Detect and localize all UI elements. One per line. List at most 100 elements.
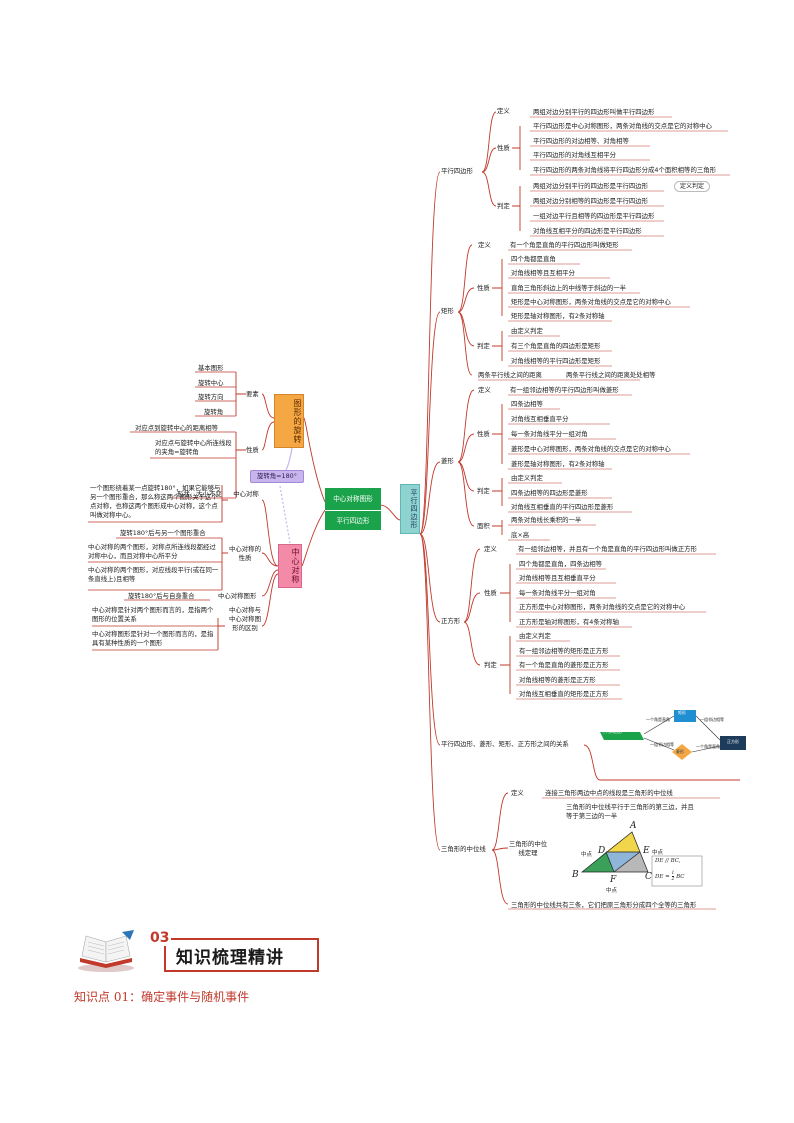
relation-rectangle-shape: [674, 710, 696, 722]
rect-judge-item: 有三个角是直角的四边形是矩形: [511, 342, 601, 350]
vertex-d-label: D: [598, 846, 606, 856]
rect-prop-item: 矩形是轴对称图形，有2条对称轴: [511, 312, 605, 320]
relation-box-label: 正方形: [727, 739, 739, 744]
relation-box-label: 菱形: [676, 749, 684, 754]
formula-lhs: DE =: [655, 874, 672, 880]
pgram-judge-item: 一组对边平行且相等的四边形是平行四边形: [533, 212, 655, 220]
central-def-label: 中心对称: [233, 490, 259, 498]
rhombus-prop-item: 四条边相等: [511, 400, 543, 408]
rhombus-prop-label: 性质: [477, 430, 490, 438]
formula-line-1: DE // BC,: [655, 858, 681, 864]
rect-prop-item: 矩形是中心对称图形，两条对角线的交点是它的对称中心: [511, 298, 671, 306]
central-prop-item: 旋转180°后与另一个图形重合: [120, 529, 206, 537]
square-judge-item: 有一组邻边相等的矩形是正方形: [519, 647, 609, 655]
section-title: 知识梳理精讲: [176, 948, 284, 968]
section-number: 03: [148, 930, 172, 946]
central-prop-label: 中心对称的性质: [229, 545, 261, 562]
pgram-judge-item: 两组对边分别平行的四边形是平行四边形: [533, 182, 649, 190]
formula-denominator: 2: [671, 877, 675, 882]
pgram-judge-item: 对角线互相平分的四边形是平行四边形: [533, 227, 642, 235]
vertex-c-label: C: [645, 872, 652, 882]
rhombus-judge-item: 由定义判定: [511, 474, 543, 482]
central-diff-item: 中心对称图形是针对一个图形而言的，是指具有某种性质的一个图形: [92, 630, 214, 647]
parallelogram-topic-node: 平行四边形: [400, 484, 420, 534]
pgram-definition-judge-pill: 定义判定: [674, 181, 711, 192]
center-node-parallelogram: 平行四边形: [325, 510, 381, 530]
rect-dist: 两条平行线之间的距离处处相等: [566, 371, 656, 379]
rhombus-def-label: 定义: [478, 386, 491, 394]
midpoint-label: 中点: [606, 888, 618, 894]
pgram-prop-item: 平行四边形的两条对角线将平行四边形分成4个面积相等的三角形: [533, 166, 717, 174]
relation-label: 平行四边形、菱形、矩形、正方形之间的关系: [441, 740, 569, 748]
square-prop-item: 正方形是轴对称图形，有4条对称轴: [519, 618, 619, 626]
square-judge-item: 对角线相等的菱形是正方形: [519, 676, 596, 684]
pgram-judge-item: 两组对边分别相等的四边形是平行四边形: [533, 197, 649, 205]
central-symmetry-topic-node: 中心对称: [278, 544, 302, 588]
square-label: 正方形: [441, 617, 461, 625]
relation-diagram: [600, 710, 746, 760]
book-icon: [78, 930, 134, 972]
square-def-label: 定义: [484, 545, 497, 553]
rhombus-label: 菱形: [441, 457, 454, 465]
relation-arrow-label: 一组邻边相等: [700, 717, 724, 722]
rotation-element-item: 旋转中心: [198, 379, 224, 387]
midline-def: 连接三角形两边中点的线段是三角形的中位线: [545, 789, 673, 797]
rhombus-prop-item: 菱形是中心对称图形，两条对角线的交点是它的对称中心: [511, 445, 671, 453]
rhombus-judge-item: 对角线互相垂直的平行四边形是菱形: [511, 503, 614, 511]
relation-arrow-label: 一个角是直角: [696, 744, 720, 749]
rotation-element-item: 旋转方向: [198, 393, 224, 401]
rect-def-label: 定义: [478, 241, 491, 249]
rect-prop-item: 对角线相等且互相平分: [511, 269, 575, 277]
formula-numerator: 1: [671, 871, 675, 877]
rhombus-judge-item: 四条边相等的四边形是菱形: [511, 489, 588, 497]
central-prop-item: 中心对称的两个图形，对应线段平行(或在同一条直线上)且相等: [88, 566, 219, 583]
rect-prop-item: 直角三角形斜边上的中线等于斜边的一半: [511, 284, 627, 292]
central-diff-label: 中心对称与中心对称图形的区别: [229, 606, 261, 632]
rotation-angle-pill: 旋转角=180°: [250, 470, 304, 483]
rotation-property-item: 形状、大小不变: [177, 490, 222, 498]
rotation-properties-label: 性质: [246, 446, 259, 454]
square-prop-item: 每一条对角线平分一组对角: [519, 589, 596, 597]
relation-arrow-label: 一个角是直角: [646, 717, 670, 722]
rect-def: 有一个角是直角的平行四边形叫做矩形: [510, 241, 619, 249]
knowledge-point-heading: 知识点 01：确定事件与随机事件: [74, 990, 250, 1004]
rotation-property-item: 对应点与旋转中心所连线段的夹角=旋转角: [155, 439, 232, 456]
rhombus-area-item: 两条对角线长乘积的一半: [511, 516, 582, 524]
midline-def-label: 定义: [511, 789, 524, 797]
central-fig-label: 中心对称图形: [218, 592, 257, 600]
pgram-prop-item: 平行四边形是中心对称图形，两条对角线的交点是它的对称中心: [533, 122, 712, 130]
midpoint-label: 中点: [581, 852, 593, 858]
square-prop-item: 正方形是中心对称图形，两条对角线的交点是它的对称中心: [519, 603, 686, 611]
rect-judge-item: 由定义判定: [511, 327, 543, 335]
rhombus-def: 有一组邻边相等的平行四边形叫做菱形: [510, 386, 619, 394]
midline-last: 三角形的中位线共有三条，它们把原三角形分成四个全等的三角形: [511, 901, 697, 909]
central-diff-item: 中心对称是针对两个图形而言的，是指两个图形的位置关系: [92, 606, 214, 623]
vertex-e-label: E: [643, 846, 650, 856]
pgram-def-label: 定义: [497, 107, 510, 115]
pgram-def: 两组对边分别平行的四边形叫做平行四边形: [533, 108, 655, 116]
square-judge-item: 有一个角是直角的菱形是正方形: [519, 661, 609, 669]
rhombus-area-item: 底×高: [511, 531, 530, 539]
relation-square-shape: [720, 736, 746, 750]
rect-judge-item: 对角线相等的平行四边形是矩形: [511, 357, 601, 365]
square-prop-label: 性质: [484, 589, 497, 597]
section-header-frame: [164, 938, 319, 972]
midline-theorem: 三角形的中位线平行于三角形的第三边，并且等于第三边的一半: [566, 803, 694, 820]
rect-judge-label: 判定: [477, 342, 490, 350]
rhombus-prop-item: 每一条对角线平分一组对角: [511, 430, 588, 438]
square-judge-item: 对角线互相垂直的矩形是正方形: [519, 690, 609, 698]
pgram-label: 平行四边形: [441, 167, 473, 175]
relation-parallelogram-shape: [600, 732, 644, 740]
rotation-element-item: 旋转角: [204, 408, 224, 416]
rhombus-prop-item: 对角线互相垂直平分: [511, 415, 569, 423]
central-prop-item: 中心对称的两个图形，对称点所连线段都经过对称中心，而且对称中心所平分: [88, 543, 216, 560]
rect-label: 矩形: [441, 307, 454, 315]
relation-arrow-label: 一组邻边相等: [650, 742, 674, 747]
rect-dist-label: 两条平行线之间的距离: [478, 371, 542, 379]
rhombus-judge-label: 判定: [477, 487, 490, 495]
pgram-prop-label: 性质: [497, 144, 510, 152]
vertex-f-label: F: [610, 875, 617, 885]
